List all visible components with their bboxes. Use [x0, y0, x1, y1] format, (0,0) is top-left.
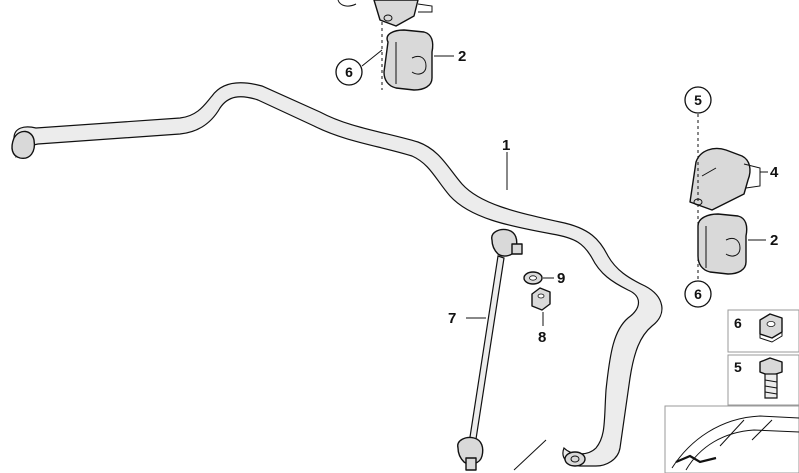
legend-box-6: 6	[727, 309, 799, 353]
svg-text:5: 5	[734, 359, 742, 375]
callout-right-bracket: 4	[770, 164, 779, 181]
callout-washer: 9	[557, 270, 565, 287]
svg-text:6: 6	[345, 64, 353, 80]
bottom-detail-line	[513, 439, 547, 471]
legend-box-5: 5	[727, 354, 799, 406]
right-bracket	[689, 147, 761, 211]
callout-nut: 8	[538, 329, 546, 346]
callout-top-bush: 2	[458, 48, 466, 65]
top-rubber-bush	[383, 29, 434, 91]
stabilizer-bar	[11, 82, 663, 467]
vehicle-location-thumbnail	[664, 405, 799, 473]
right-rubber-bush	[697, 213, 748, 275]
bolt-icon	[759, 357, 783, 399]
circled-6-right: 6	[684, 280, 712, 308]
circled-partial-top	[337, 0, 357, 7]
washer	[523, 271, 543, 285]
callout-link: 7	[448, 310, 456, 327]
circled-6-top: 6	[335, 58, 363, 86]
nut	[531, 287, 551, 311]
svg-text:6: 6	[694, 286, 702, 302]
top-bracket	[373, 0, 433, 27]
callout-bar: 1	[502, 137, 510, 154]
svg-text:5: 5	[694, 92, 702, 108]
callout-right-bush: 2	[770, 232, 778, 249]
stabilizer-link	[457, 228, 523, 471]
svg-text:6: 6	[734, 315, 742, 331]
hex-nut-icon	[759, 313, 783, 343]
circled-5-right: 5	[684, 86, 712, 114]
circled-6-top-leader	[361, 49, 383, 67]
